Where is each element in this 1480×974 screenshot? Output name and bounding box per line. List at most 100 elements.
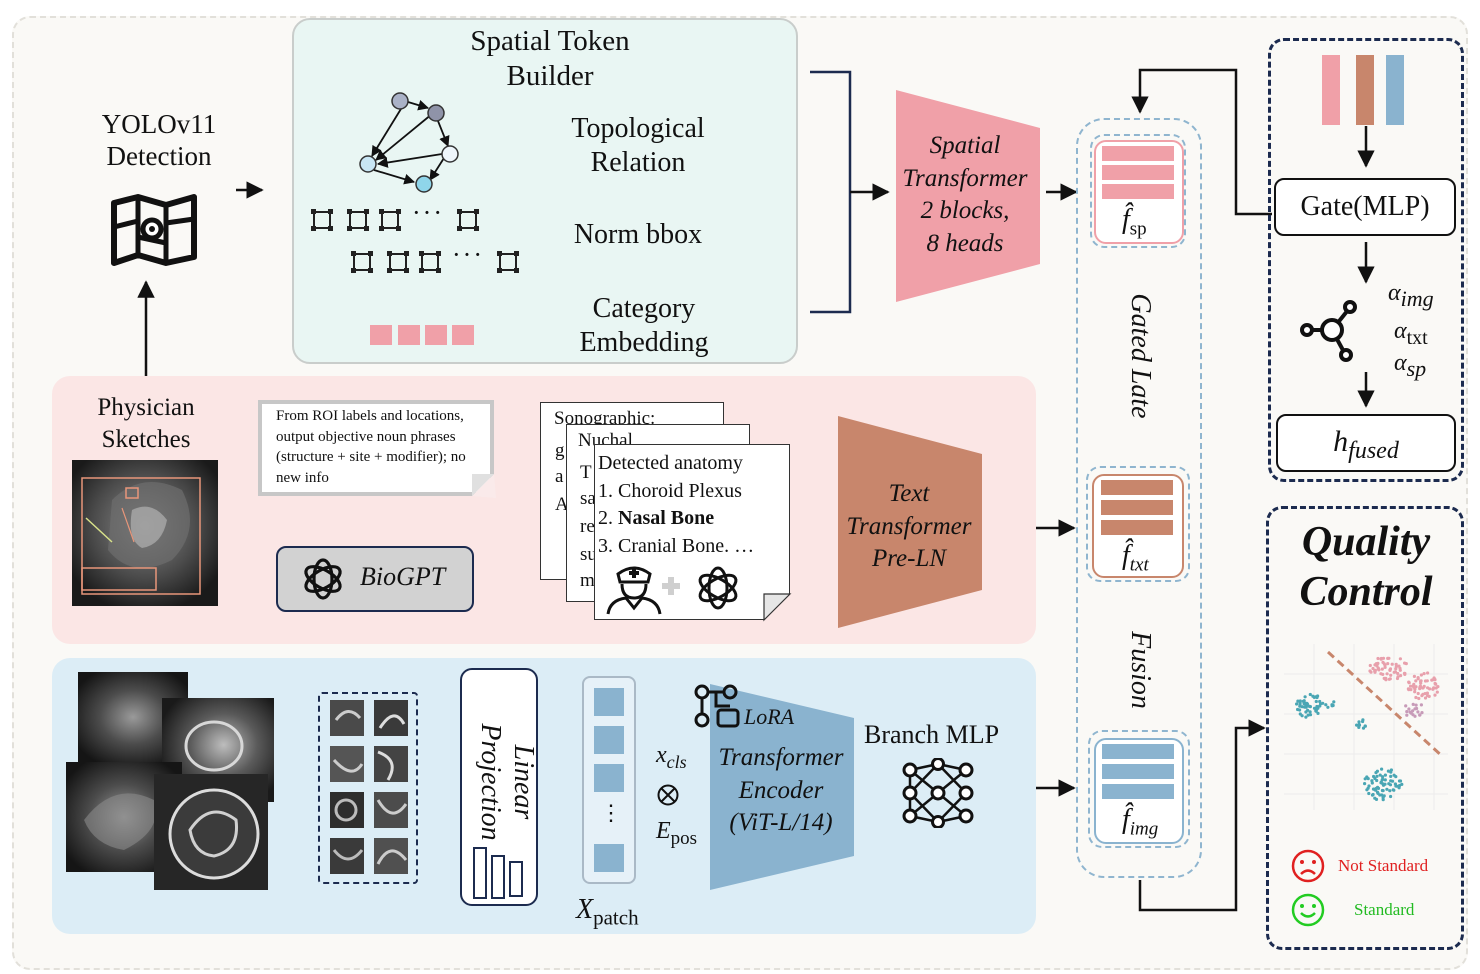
scatter-point	[1383, 773, 1387, 777]
h-fused-label: hfused	[1333, 425, 1399, 464]
scatter-point	[1380, 788, 1384, 793]
spatial-transformer-label: Spatial Transformer 2 blocks, 8 heads	[902, 132, 1028, 257]
scatter-point	[1308, 692, 1312, 697]
scatter-point	[1413, 707, 1417, 711]
document-back-2-line: re	[580, 516, 595, 537]
gate-weights-icon	[1300, 300, 1357, 362]
scatter-point	[1298, 708, 1302, 712]
vit-encoder-shape	[710, 684, 854, 890]
scatter-point	[1315, 695, 1319, 700]
alpha-txt: αtxt	[1394, 318, 1428, 349]
scatter-point	[1363, 777, 1367, 781]
scatter-point	[1381, 660, 1385, 664]
physician-label: Physician Sketches	[97, 394, 195, 453]
scatter-point	[1411, 713, 1415, 717]
ftxt-label: f̂txt	[1122, 540, 1149, 576]
scatter-point	[1304, 701, 1308, 705]
scatter-point	[1397, 786, 1401, 790]
document-back-2-line: m	[580, 570, 595, 591]
document-back-2-line: sa	[580, 488, 596, 509]
scatter-point	[1370, 793, 1375, 797]
scatter-point	[1417, 696, 1421, 701]
scatter-point	[1409, 684, 1413, 688]
fsp-bar	[1102, 165, 1174, 180]
scatter-point	[1414, 695, 1418, 700]
scatter-point	[1308, 713, 1313, 717]
norm-bbox-label: Norm bbox	[573, 219, 703, 250]
scatter-point	[1304, 710, 1308, 714]
patch-token	[594, 844, 624, 872]
scatter-point	[1380, 667, 1384, 671]
detected-anatomy-title: Detected anatomy	[598, 452, 743, 474]
scatter-point	[1383, 665, 1387, 669]
scatter-point	[1384, 678, 1388, 682]
gate-mlp-label: Gate(MLP)	[1300, 191, 1430, 222]
scatter-point	[1414, 703, 1418, 707]
scatter-point	[1378, 793, 1382, 797]
scatter-point	[1296, 699, 1300, 703]
scatter-point	[1303, 695, 1307, 699]
scatter-point	[1419, 673, 1423, 677]
scatter-point	[1365, 788, 1369, 792]
patch-token	[594, 726, 624, 754]
ftxt-bar	[1101, 520, 1173, 535]
gate-mlp-box	[1274, 178, 1456, 236]
scatter-point	[1381, 775, 1385, 779]
scatter-point	[1302, 699, 1306, 703]
scatter-point	[1385, 787, 1389, 791]
not-standard-label: Not Standard	[1338, 856, 1429, 875]
scatter-point	[1367, 784, 1371, 788]
text-transformer-label: Text Transformer Pre-LN	[846, 480, 972, 572]
scatter-point	[1376, 656, 1380, 661]
document-front	[594, 444, 790, 620]
x-patch-label: Xpatch	[576, 894, 639, 930]
gated-late-fusion-frame	[1076, 118, 1202, 878]
fsp-bar	[1102, 146, 1174, 161]
anatomy-item-2: 2. Nasal Bone	[598, 507, 715, 529]
prompt-note	[258, 400, 494, 496]
scatter-point	[1381, 656, 1386, 660]
document-fold-corner	[763, 593, 792, 622]
scatter-point	[1398, 657, 1402, 661]
image-patches	[330, 700, 408, 874]
scatter-point	[1406, 687, 1410, 691]
ftxt-group	[1086, 466, 1190, 582]
scatter-point	[1314, 709, 1318, 713]
fsp-label: f̂sp	[1122, 204, 1147, 240]
scatter-point	[1298, 704, 1302, 708]
e-pos-label: Epos	[656, 818, 698, 849]
fimg-group	[1088, 730, 1190, 848]
scatter-point	[1419, 703, 1423, 707]
gate-panel	[1268, 38, 1464, 482]
scatter-point	[1396, 675, 1400, 679]
scatter-point	[1427, 694, 1431, 698]
scatter-point	[1423, 696, 1428, 700]
scatter-point	[1398, 779, 1403, 783]
gate-input-bar	[1356, 55, 1374, 125]
openai-icon	[304, 558, 342, 600]
scatter-point	[1375, 774, 1379, 778]
scatter-point	[1381, 777, 1385, 781]
scatter-point	[1392, 773, 1396, 777]
scatter-point	[1434, 686, 1438, 690]
scatter-point	[1363, 724, 1367, 728]
scatter-point	[1414, 685, 1418, 689]
scatter-point	[1373, 796, 1377, 800]
scatter-point	[1400, 782, 1404, 786]
scatter-point	[1394, 662, 1398, 666]
scatter-point	[1395, 784, 1399, 788]
gated-late-label: Gated Late	[1125, 293, 1156, 419]
scatter-point	[1373, 668, 1377, 672]
scatter-point	[1385, 672, 1389, 676]
ultrasound-images-collage	[66, 672, 274, 890]
scatter-point	[1389, 673, 1393, 677]
scatter-point	[1382, 794, 1386, 798]
fimg-bar	[1102, 744, 1174, 759]
gate-input-bar	[1322, 55, 1340, 125]
scatter-point	[1376, 667, 1380, 671]
scatter-point	[1368, 669, 1372, 673]
anatomy-item-1: 1. Choroid Plexus	[598, 480, 742, 502]
projection-bars-icon	[473, 847, 523, 899]
scatter-point	[1363, 782, 1367, 786]
scatter-point	[1389, 770, 1393, 774]
